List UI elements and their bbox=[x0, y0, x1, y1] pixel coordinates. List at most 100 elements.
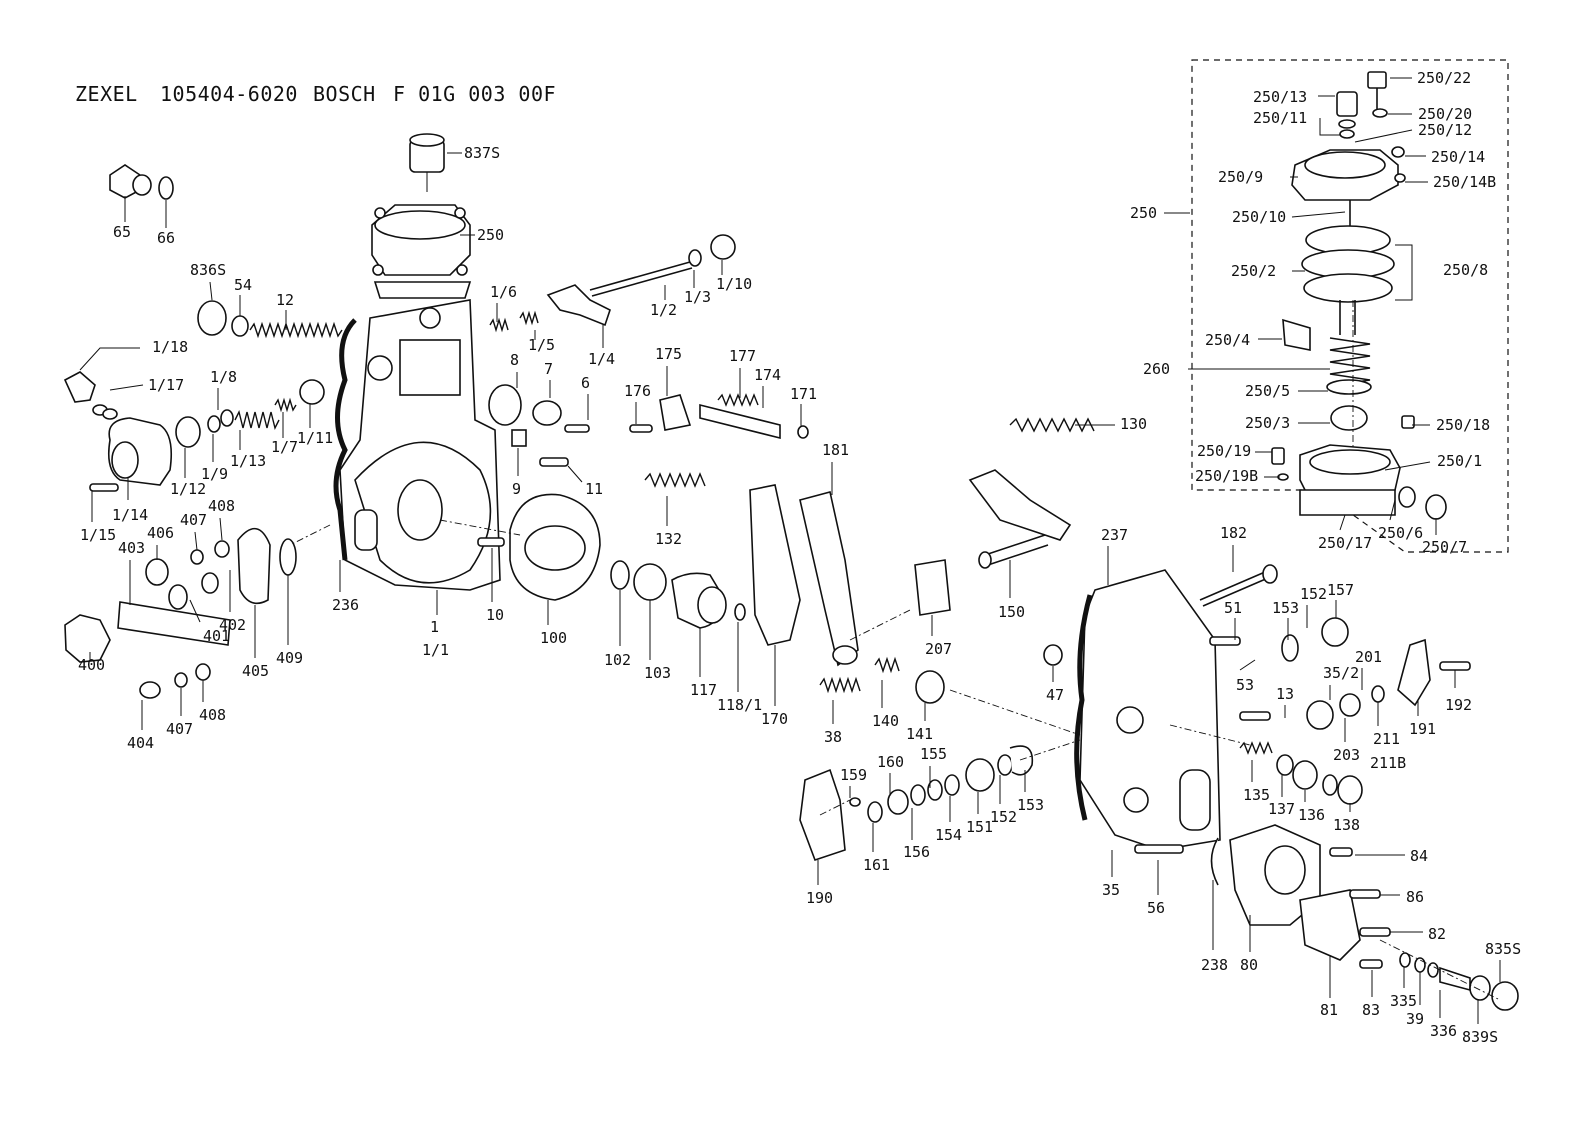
part-label-84: 84 bbox=[1410, 847, 1428, 865]
part-label-130: 130 bbox=[1120, 415, 1147, 433]
part-label-154: 154 bbox=[935, 826, 962, 844]
leader-line-53 bbox=[1239, 659, 1256, 671]
leader-line-250-12 bbox=[1354, 129, 1413, 143]
leader-line-407 bbox=[194, 531, 198, 551]
inset-reference-label: 250 bbox=[1130, 204, 1157, 222]
part-label-1-11: 1/11 bbox=[297, 429, 333, 447]
part-label-156: 156 bbox=[903, 843, 930, 861]
part-label-7: 7 bbox=[544, 360, 553, 378]
part-label-175: 175 bbox=[655, 345, 682, 363]
part-label-250-22: 250/22 bbox=[1417, 69, 1471, 87]
part-label-1-13: 1/13 bbox=[230, 452, 266, 470]
part-label-408: 408 bbox=[208, 497, 235, 515]
assembly-axes bbox=[289, 300, 1501, 1001]
part-label-1-7: 1/7 bbox=[271, 438, 298, 456]
part-236-gasket bbox=[333, 318, 357, 561]
part-label-1-18: 1/18 bbox=[152, 338, 188, 356]
part-label-402: 402 bbox=[219, 616, 246, 634]
part-label-11: 11 bbox=[585, 480, 603, 498]
part-label-1-9: 1/9 bbox=[201, 465, 228, 483]
part-label-135: 135 bbox=[1243, 786, 1270, 804]
part-label-250-2: 250/2 bbox=[1231, 262, 1276, 280]
part-label-250-1: 250/1 bbox=[1437, 452, 1482, 470]
part-label-250-7: 250/7 bbox=[1422, 538, 1467, 556]
part-label-35-2: 35/2 bbox=[1323, 664, 1359, 682]
part-label-260: 260 bbox=[1143, 360, 1170, 378]
part-label-153: 153 bbox=[1272, 599, 1299, 617]
part-label-1-5: 1/5 bbox=[528, 336, 555, 354]
leader-line-250-10 bbox=[1291, 211, 1346, 218]
part-label-211b: 211B bbox=[1370, 754, 1406, 772]
leader-line-250-8 bbox=[1395, 244, 1413, 301]
part-label-86: 86 bbox=[1406, 888, 1424, 906]
part-label-47: 47 bbox=[1046, 686, 1064, 704]
part-170-181-levers bbox=[749, 484, 859, 667]
part-label-837s: 837S bbox=[464, 144, 500, 162]
part-label-192: 192 bbox=[1445, 696, 1472, 714]
part-label-176: 176 bbox=[624, 382, 651, 400]
part-label-83: 83 bbox=[1362, 1001, 1380, 1019]
part-label-250-5: 250/5 bbox=[1245, 382, 1290, 400]
part-label-250-14: 250/14 bbox=[1431, 148, 1485, 166]
part-130-150 bbox=[968, 417, 1095, 569]
part-label-839s: 839S bbox=[1462, 1028, 1498, 1046]
part-837S bbox=[409, 133, 445, 192]
leader-line-1-18 bbox=[79, 347, 140, 371]
part-label-80: 80 bbox=[1240, 956, 1258, 974]
parts-artwork bbox=[63, 71, 1519, 1011]
part-label-336: 336 bbox=[1430, 1022, 1457, 1040]
leader-line-250-17 bbox=[1339, 514, 1346, 531]
part-label-1-4: 1/4 bbox=[588, 350, 615, 368]
part-label-250-19b: 250/19B bbox=[1195, 467, 1258, 485]
part-label-250-8: 250/8 bbox=[1443, 261, 1488, 279]
part-label-405: 405 bbox=[242, 662, 269, 680]
part-38-140-141 bbox=[819, 656, 945, 704]
diagram-title: ZEXEL 105404-6020 BOSCH F 01G 003 00F bbox=[75, 82, 556, 106]
part-label-250-11: 250/11 bbox=[1253, 109, 1307, 127]
part-label-191: 191 bbox=[1409, 720, 1436, 738]
part-label-12: 12 bbox=[276, 291, 294, 309]
part-label-401: 401 bbox=[203, 627, 230, 645]
part-1-housing bbox=[339, 299, 501, 591]
part-label-408: 408 bbox=[199, 706, 226, 724]
part-label-181: 181 bbox=[822, 441, 849, 459]
label-leader-lines bbox=[79, 77, 1501, 1024]
part-label-201: 201 bbox=[1355, 648, 1382, 666]
brand-zexel: ZEXEL bbox=[75, 82, 138, 106]
part-100-cam bbox=[477, 493, 746, 629]
part-label-1-3: 1/3 bbox=[684, 288, 711, 306]
part-250-head bbox=[371, 204, 472, 299]
part-65-66 bbox=[109, 164, 174, 200]
part-label-236: 236 bbox=[332, 596, 359, 614]
part-1-12-to-1-11 bbox=[175, 379, 325, 448]
part-label-406: 406 bbox=[147, 524, 174, 542]
inset-250-artwork bbox=[1271, 71, 1447, 520]
part-label-835s: 835S bbox=[1485, 940, 1521, 958]
part-label-1-1: 1/1 bbox=[422, 641, 449, 659]
part-label-250-19: 250/19 bbox=[1197, 442, 1251, 460]
part-label-237: 237 bbox=[1101, 526, 1128, 544]
part-label-404: 404 bbox=[127, 734, 154, 752]
part-1-14-cover bbox=[63, 371, 173, 492]
part-label-8: 8 bbox=[510, 351, 519, 369]
part-label-1-15: 1/15 bbox=[80, 526, 116, 544]
part-label-136: 136 bbox=[1298, 806, 1325, 824]
part-label-250-9: 250/9 bbox=[1218, 168, 1263, 186]
part-label-51: 51 bbox=[1224, 599, 1242, 617]
part-label-6: 6 bbox=[581, 374, 590, 392]
part-label-39: 39 bbox=[1406, 1010, 1424, 1028]
part-label-35: 35 bbox=[1102, 881, 1120, 899]
part-label-152: 152 bbox=[990, 808, 1017, 826]
part-label-103: 103 bbox=[644, 664, 671, 682]
part-label-250-18: 250/18 bbox=[1436, 416, 1490, 434]
part-label-161: 161 bbox=[863, 856, 890, 874]
part-label-152: 152 bbox=[1300, 585, 1327, 603]
part-label-137: 137 bbox=[1268, 800, 1295, 818]
part-label-409: 409 bbox=[276, 649, 303, 667]
zexel-part-number: 105404-6020 bbox=[160, 82, 298, 106]
part-label-100: 100 bbox=[540, 629, 567, 647]
part-label-81: 81 bbox=[1320, 1001, 1338, 1019]
part-label-132: 132 bbox=[655, 530, 682, 548]
part-label-177: 177 bbox=[729, 347, 756, 365]
